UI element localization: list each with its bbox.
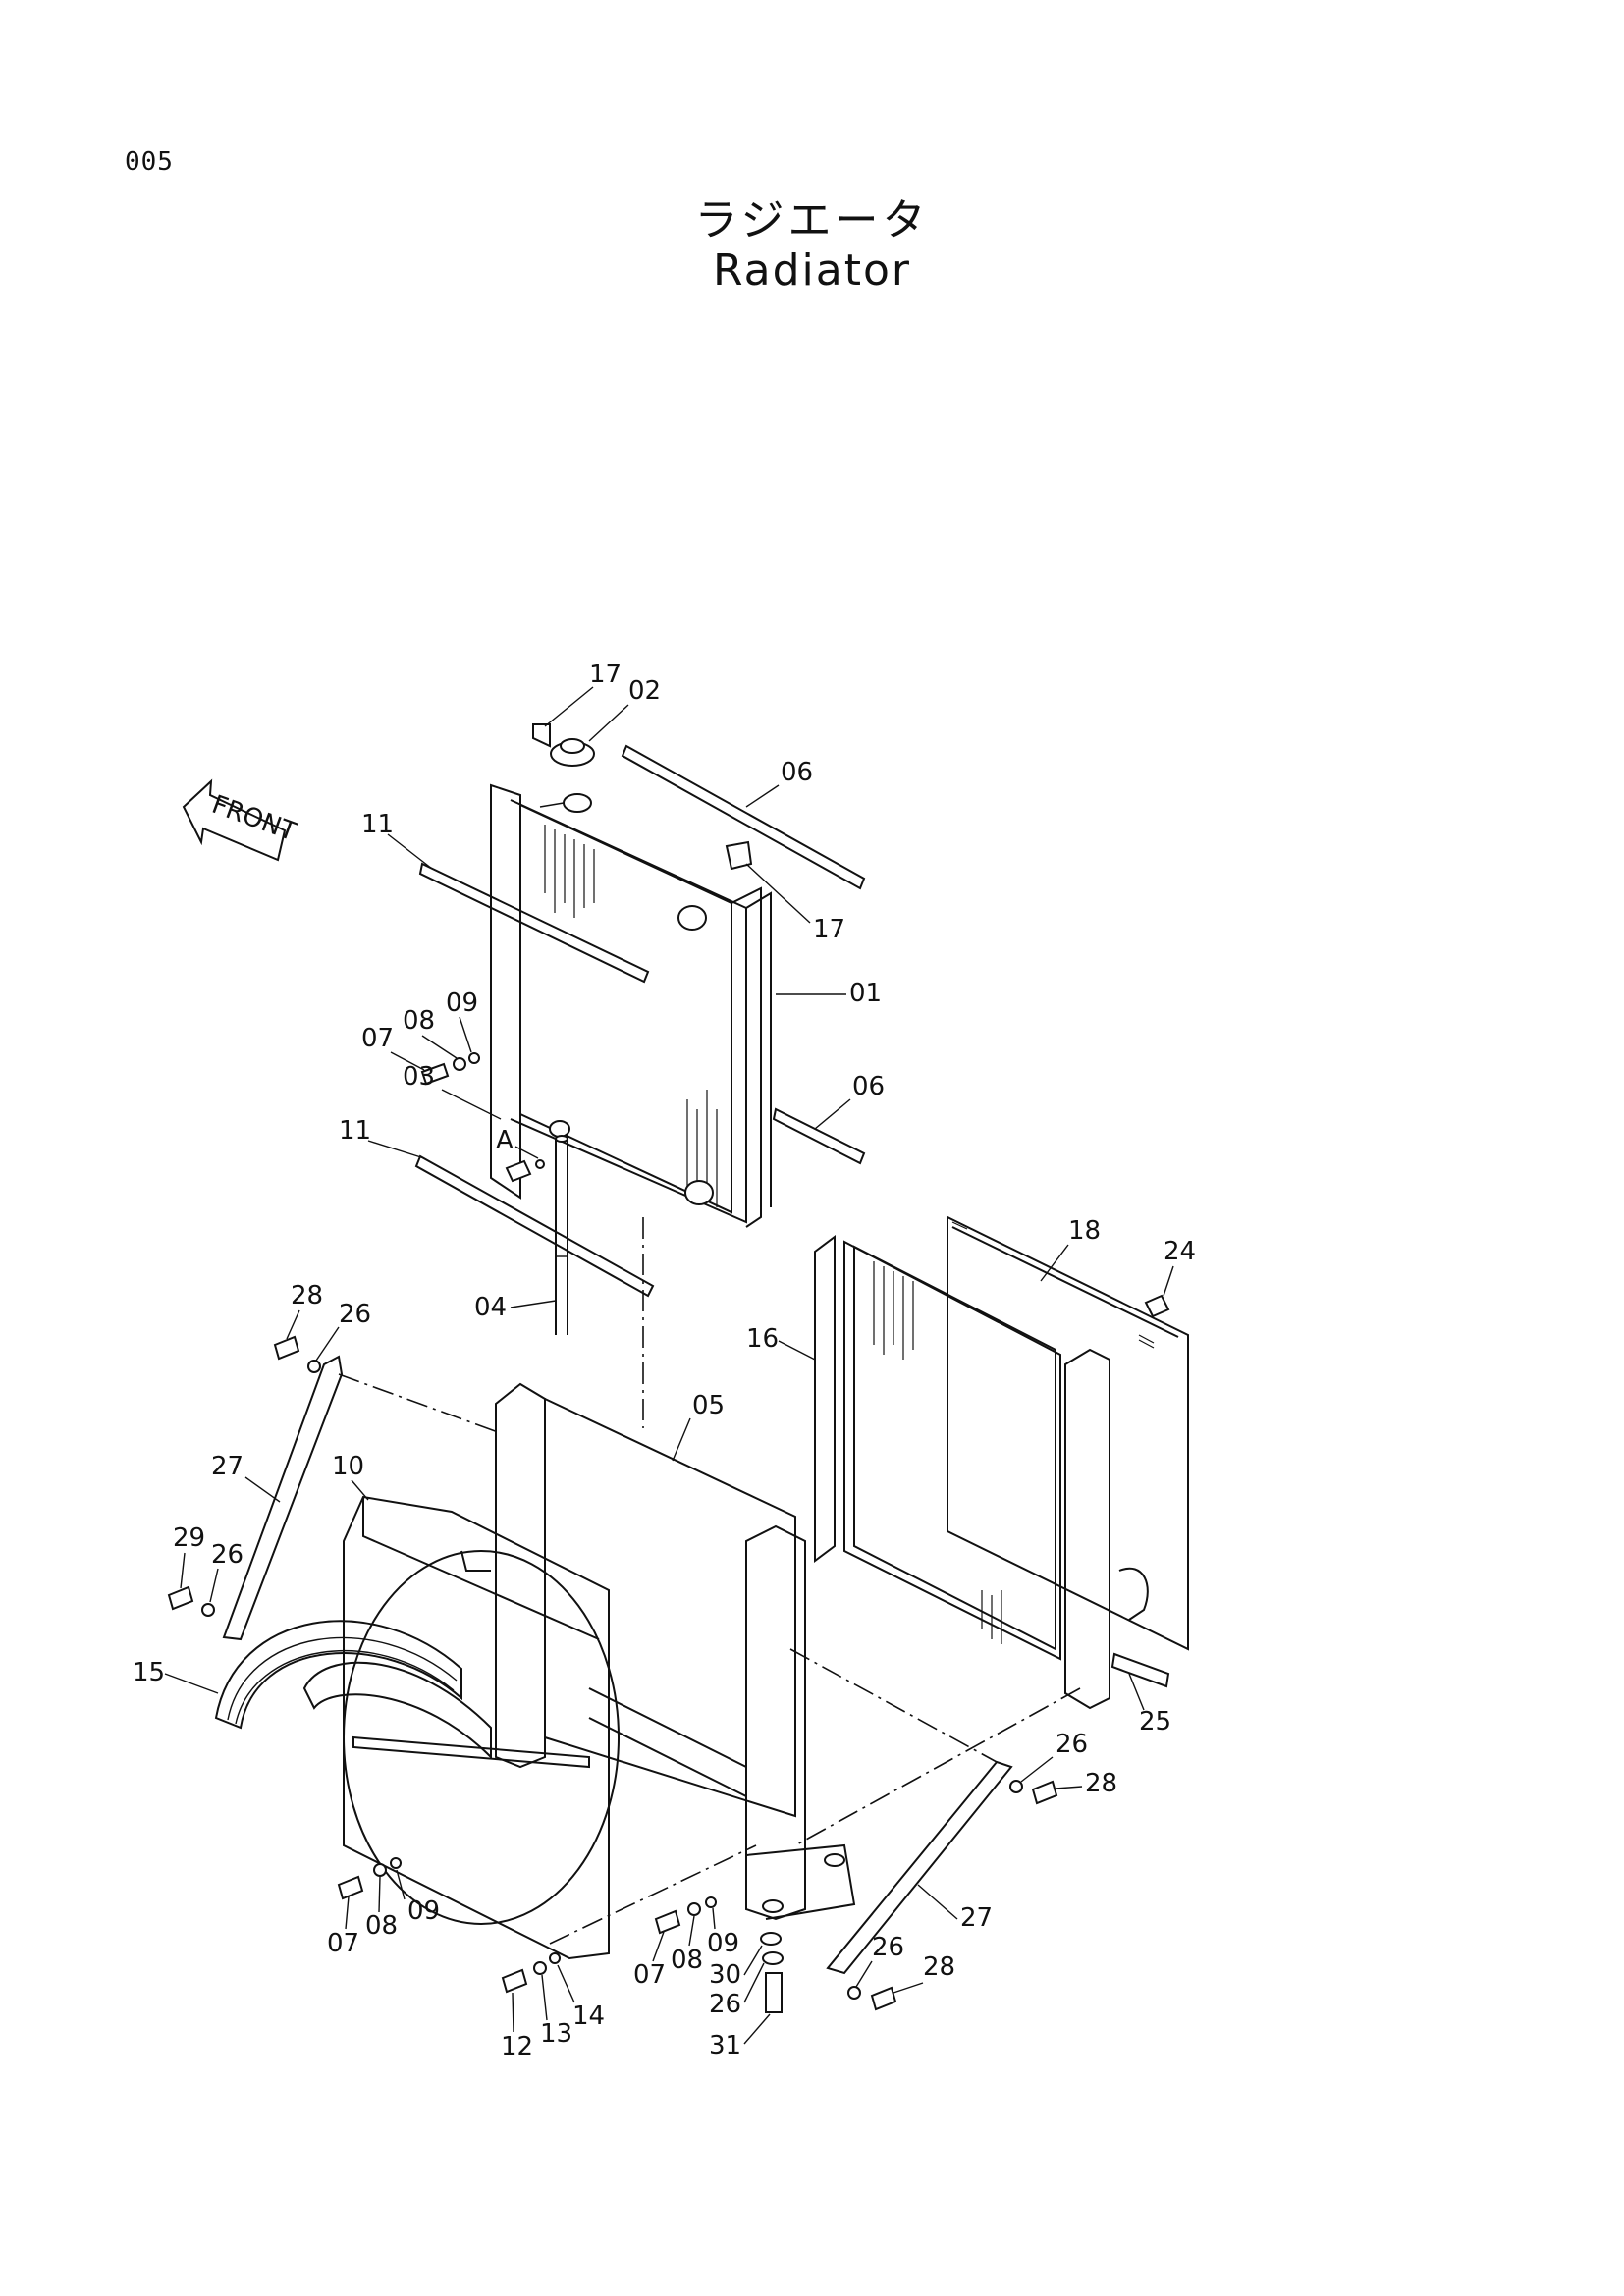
title-english: Radiator [713, 245, 911, 295]
callout-26-bottom: 26 [709, 1990, 741, 2019]
callout-A: A [496, 1126, 514, 1155]
callout-26-bottom-right: 26 [872, 1933, 904, 1962]
callout-02: 02 [628, 676, 661, 706]
callout-09-upper: 09 [446, 988, 478, 1018]
fan-shroud [343, 1495, 620, 1960]
callout-06-right: 06 [852, 1072, 885, 1101]
callout-15: 15 [133, 1658, 165, 1687]
callout-17-mid: 17 [813, 915, 845, 944]
strip-06-top [621, 744, 866, 890]
bracket-17-mid [725, 840, 753, 871]
callout-05: 05 [692, 1391, 725, 1420]
bracket-17-top [532, 723, 551, 748]
callout-09-bottom: 09 [707, 1929, 739, 1958]
callout-29: 29 [173, 1523, 205, 1553]
fastener-group-upper-left [420, 1052, 480, 1086]
callout-27-left: 27 [211, 1452, 244, 1481]
bolt-24 [1144, 1294, 1170, 1318]
fastener-group-left-28-26 [273, 1335, 321, 1373]
strip-11-top [418, 862, 650, 984]
fastener-group-lower-left [337, 1857, 402, 1900]
callout-04: 04 [474, 1293, 507, 1322]
callout-11-bottom: 11 [339, 1116, 371, 1146]
callout-18: 18 [1068, 1216, 1101, 1246]
callout-26-left-top: 26 [339, 1300, 371, 1329]
callout-06-top: 06 [781, 758, 813, 787]
callout-31: 31 [709, 2031, 741, 2060]
callout-07-upper: 07 [361, 1024, 394, 1053]
radiator-core [490, 783, 772, 1228]
callout-08-bottom: 08 [671, 1946, 703, 1975]
callout-03: 03 [403, 1062, 435, 1092]
fastener-group-bottom-right-26-28 [847, 1986, 897, 2011]
hose [555, 1135, 568, 1335]
callout-28-right: 28 [1085, 1769, 1117, 1798]
callout-12: 12 [501, 2032, 533, 2061]
stay-27-right [826, 1760, 1013, 1975]
callout-26-right: 26 [1056, 1730, 1088, 1759]
callout-24: 24 [1164, 1237, 1196, 1266]
callout-10: 10 [332, 1452, 364, 1481]
front-arrow-label: FRONT [208, 790, 300, 848]
callout-17-top: 17 [589, 660, 622, 689]
radiator-cap [539, 738, 595, 813]
callout-09-lower-left: 09 [407, 1896, 440, 1926]
fastener-group-bottom-12-14 [501, 1952, 561, 1994]
callout-28-left: 28 [291, 1281, 323, 1310]
callout-28-bottom-right: 28 [923, 1952, 955, 1982]
callout-01: 01 [849, 979, 882, 1008]
fan-guard [214, 1620, 590, 1769]
callout-30: 30 [709, 1960, 741, 1990]
callout-26-left-mid: 26 [211, 1540, 244, 1570]
callout-08-upper: 08 [403, 1006, 435, 1036]
callout-16: 16 [746, 1324, 779, 1354]
callout-08-lower-left: 08 [365, 1911, 398, 1941]
callouts: 17 02 06 11 17 01 09 08 07 06 03 A 11 18… [133, 660, 1196, 2061]
strip-11-bottom [414, 1154, 655, 1298]
stay-27-left [222, 1355, 344, 1641]
callout-27-right: 27 [960, 1903, 993, 1933]
callout-25: 25 [1139, 1707, 1171, 1736]
strip-06-right [772, 1107, 866, 1165]
page-number: 005 [125, 147, 174, 177]
drain-cock [505, 1159, 545, 1183]
title-japanese: ラジエータ [694, 195, 930, 245]
callout-13: 13 [540, 2019, 572, 2049]
front-arrow-icon: FRONT [182, 778, 300, 862]
fastener-group-right-26-28 [1009, 1780, 1058, 1805]
fastener-group-bottom-07-09 [654, 1896, 717, 1935]
fastener-group-left-29-26 [167, 1585, 215, 1617]
callout-14: 14 [572, 2002, 605, 2031]
callout-07-lower-left: 07 [327, 1929, 359, 1958]
shroud-frame [495, 1382, 856, 1921]
callout-07-bottom: 07 [633, 1960, 666, 1990]
fastener-group-center-30-31 [760, 1932, 784, 2013]
oil-cooler [814, 1215, 1189, 1710]
